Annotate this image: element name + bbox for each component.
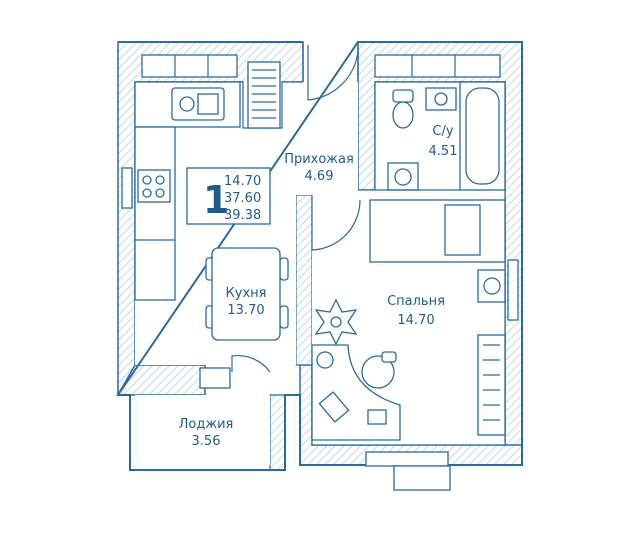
bathroom-area: 4.51 [429,144,458,159]
bedroom-furniture [311,199,506,441]
windows [121,54,519,491]
hallway-name: Прихожая [284,152,354,167]
room-labels: Прихожая 4.69 С/у 4.51 Кухня 13.70 Спаль… [179,124,458,449]
bedroom-area: 14.70 [397,313,434,328]
hallway-area: 4.69 [305,169,334,184]
kitchen-name: Кухня [226,286,267,301]
loggia-area: 3.56 [192,434,221,449]
living-area-value: 14.70 [224,174,261,189]
total-with-loggia-value: 39.38 [224,208,261,223]
dining-table [205,247,289,341]
rooms-count: 1 [203,178,229,222]
bathroom-name: С/у [432,124,453,139]
area-summary: 1 14.70 37.60 39.38 [186,167,271,225]
outline [116,41,523,471]
entrance-door [302,42,359,101]
bathroom-fixtures [358,81,506,191]
kitchen-area: 13.70 [227,303,264,318]
loggia-door [199,355,271,389]
bedroom-door [311,195,361,251]
bedroom-name: Спальня [387,294,445,309]
loggia-name: Лоджия [179,417,234,432]
kitchen-counter [134,81,241,301]
total-area-value: 37.60 [224,191,261,206]
hall-wardrobe [247,61,281,129]
